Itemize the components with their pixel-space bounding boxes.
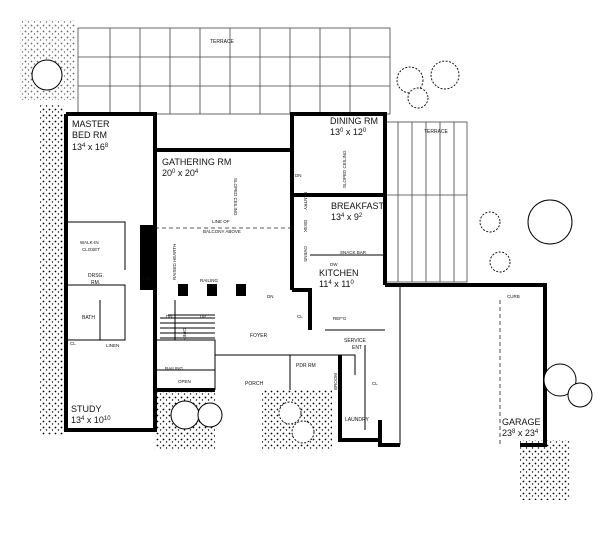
laundry-closet-label: CL <box>372 381 378 386</box>
railing-label: RAILING <box>200 278 219 283</box>
master-bed-label: MASTER <box>72 119 110 129</box>
landscape-trees <box>31 59 593 444</box>
refrigerator-label: REF'G <box>333 316 347 321</box>
master-bed-dims: 134 x 168 <box>72 142 109 152</box>
fireplace <box>140 225 155 290</box>
balcony-label: LINE OF <box>212 219 230 224</box>
shrub-icon <box>396 66 424 94</box>
snack-bar-label: SNACK BAR <box>340 250 367 255</box>
broom-closet-label: BROOM <box>333 373 338 390</box>
ovens-label: OVENS <box>303 246 308 262</box>
laundry-label: LAUNDRY <box>345 417 369 423</box>
tree-icon <box>170 400 200 430</box>
linen-closet-label: LIN <box>143 276 150 281</box>
dressing-room-label: DRSG. <box>88 273 104 279</box>
tree-icon <box>543 363 577 397</box>
powder-room-label: PDR RM <box>296 363 316 369</box>
closet-label: CL <box>70 341 76 346</box>
kitchen-closet-label: CL <box>297 314 303 319</box>
interior-walls <box>66 221 401 445</box>
garage-label: GARAGE <box>502 417 541 427</box>
house-walls <box>64 112 547 447</box>
balcony-label-2: BALCONY ABOVE <box>203 229 241 234</box>
terrace-right-label: TERRACE <box>424 129 449 135</box>
shrub-icon <box>479 211 501 233</box>
dining-room-dims: 130 x 120 <box>330 127 367 137</box>
garage-planting-bed <box>520 440 570 500</box>
gathering-room-label: GATHERING RM <box>162 157 231 167</box>
service-entry-label: SERVICE <box>344 338 367 344</box>
study-label: STUDY <box>71 404 102 414</box>
kitchen-dims: 114 x 110 <box>319 279 355 289</box>
terrace-top-label: TERRACE <box>210 39 235 45</box>
gathering-room-dims: 200 x 204 <box>162 168 199 178</box>
stairs-up-label: UP <box>200 314 206 319</box>
pantry-label: PANTRY <box>303 192 308 210</box>
down-label: DN <box>267 294 274 299</box>
tree-icon <box>197 402 223 428</box>
shrub-icon <box>430 60 460 90</box>
tree-icon <box>567 382 593 408</box>
dining-room-label: DINING RM <box>330 116 378 126</box>
sloped-ceiling-label-dining: SLOPED CEILING <box>342 150 347 188</box>
breakfast-label: BREAKFAST <box>331 201 385 211</box>
kitchen-label: KITCHEN <box>319 268 359 278</box>
terrace-top-paving <box>77 27 391 115</box>
walk-in-closet-label-2: CLOSET <box>82 247 100 252</box>
tree-icon <box>31 59 63 91</box>
curb-label: CURB <box>507 294 520 299</box>
master-bed-label-2: BED RM <box>72 130 107 140</box>
left-planting-bed <box>40 105 64 435</box>
raised-hearth-label: RAISED HEARTH <box>172 244 177 280</box>
shrub-icon <box>407 87 429 109</box>
dishwasher-label: DW <box>330 262 338 267</box>
linen-label: LINEN <box>106 343 119 348</box>
bath-label: BATH <box>82 315 95 321</box>
walk-in-closet-label: WALK-IN <box>80 240 99 245</box>
stairs <box>160 317 215 339</box>
stairs-open-label: OPEN <box>182 328 187 341</box>
railing-label-stairs: RAILING <box>165 366 184 371</box>
desk-label: DESK <box>303 220 308 232</box>
tree-icon <box>527 199 573 245</box>
open-label: OPEN <box>178 379 191 384</box>
service-entry-label-2: ENT <box>352 345 362 351</box>
terrace-right-paving <box>384 121 468 283</box>
shrub-icon <box>278 401 302 425</box>
breakfast-dims: 134 x 92 <box>331 212 363 222</box>
garage-dims: 238 x 234 <box>502 428 539 438</box>
dressing-room-label-2: RM. <box>91 280 100 286</box>
foyer-label: FOYER <box>250 333 268 339</box>
sloped-ceiling-label: SLOPED CEILING <box>233 178 238 216</box>
shrub-icon <box>489 251 511 273</box>
study-dims: 134 x 1010 <box>71 415 111 425</box>
shrub-icon <box>291 420 315 444</box>
porch-label: PORCH <box>245 381 263 387</box>
down-label-dining: DN <box>295 173 302 178</box>
stairs-down-label: DN <box>166 314 173 319</box>
